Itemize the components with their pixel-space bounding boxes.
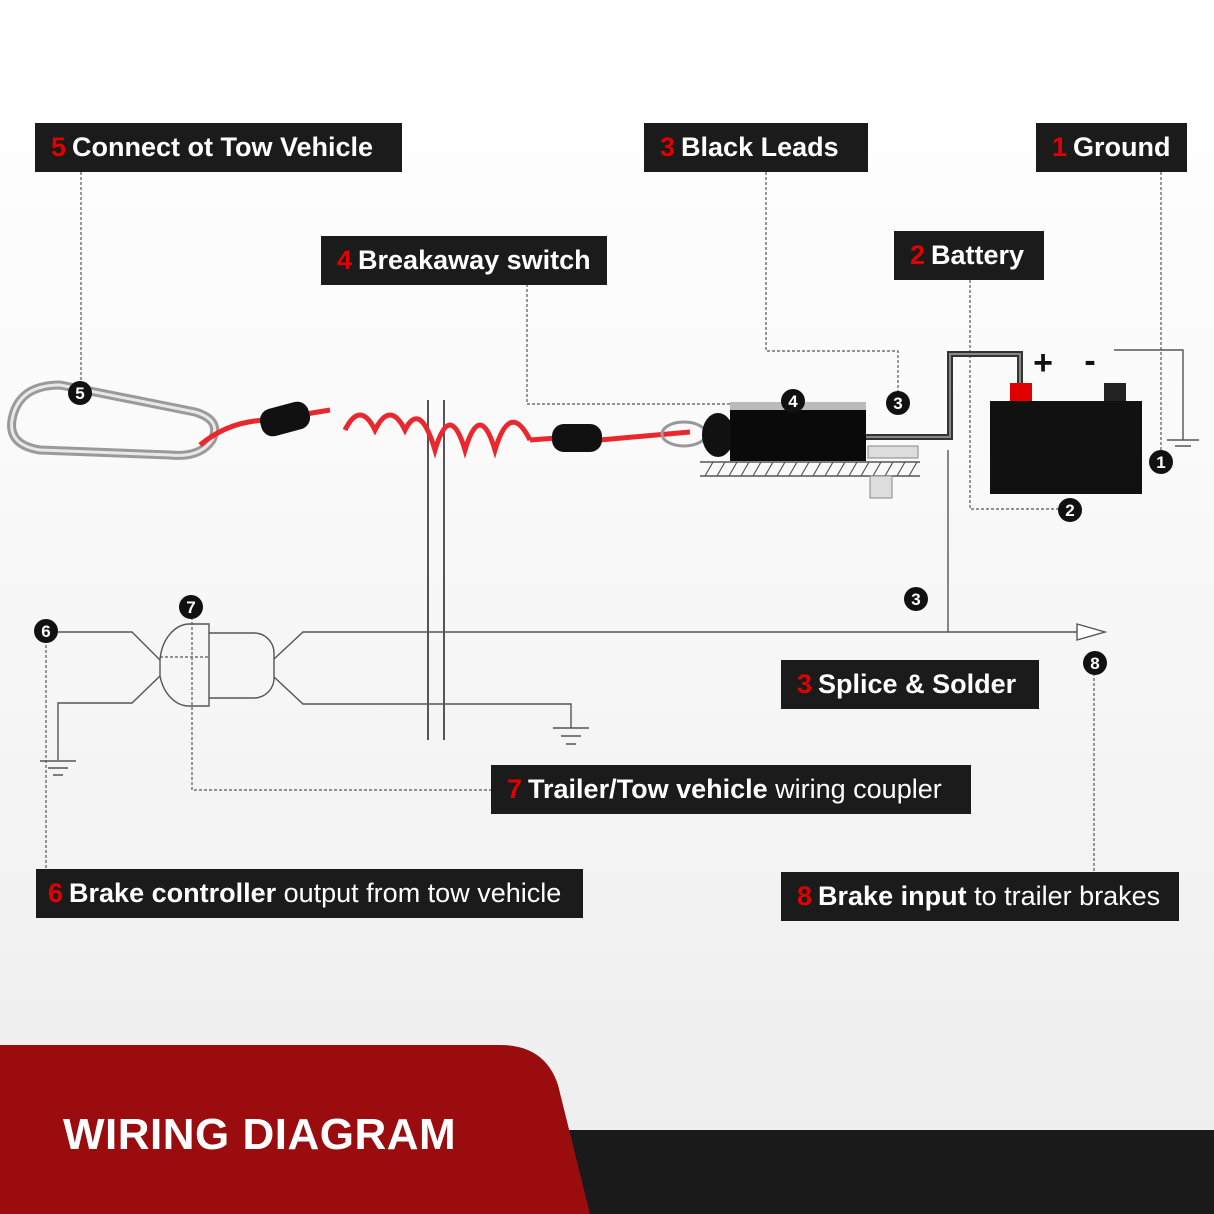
banner-red-panel (0, 1045, 590, 1214)
negative-sign: - (1084, 342, 1095, 380)
marker-4: 4 (788, 392, 798, 411)
positive-sign: + (1033, 344, 1053, 382)
marker-6: 6 (41, 622, 50, 641)
coupler-wiring (40, 349, 1199, 776)
breakaway-switch (700, 351, 1023, 499)
coupler-socket (209, 632, 275, 699)
marker-3-splice: 3 (911, 590, 920, 609)
cable-sleeve (259, 401, 311, 437)
number-markers: 1 2 3 3 4 5 6 7 8 (34, 381, 1173, 675)
marker-2: 2 (1065, 501, 1074, 520)
negative-terminal (1104, 383, 1126, 401)
marker-8: 8 (1090, 654, 1099, 673)
coupler-plug (159, 623, 210, 707)
battery: + - (990, 342, 1142, 494)
marker-5: 5 (75, 384, 84, 403)
mounting-surface-hatch (704, 461, 918, 477)
marker-7: 7 (186, 598, 195, 617)
positive-terminal (1010, 383, 1032, 401)
cable-sleeve (552, 424, 602, 452)
carabiner (7, 380, 220, 460)
marker-1: 1 (1156, 453, 1165, 472)
banner-title: WIRING DIAGRAM (63, 1110, 457, 1159)
banner-black-strip (565, 1130, 1214, 1214)
leader-lines (45, 172, 1162, 872)
marker-3: 3 (893, 394, 902, 413)
